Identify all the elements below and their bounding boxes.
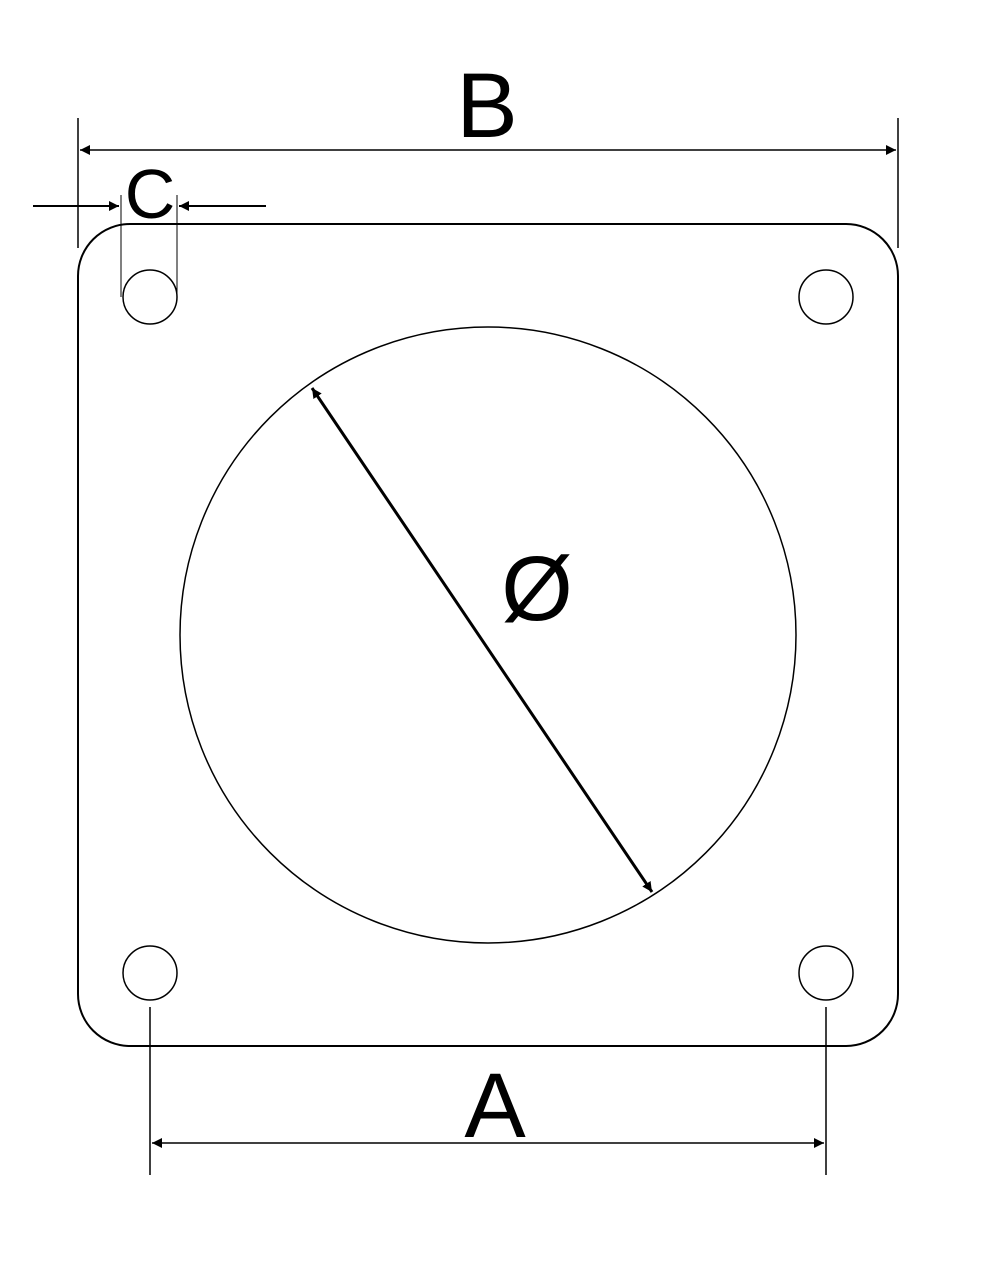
label-a: A: [464, 1055, 526, 1157]
mounting-hole-top-right: [798, 269, 854, 325]
mounting-hole-top-left: [122, 269, 178, 325]
diameter-dimension-line: [310, 387, 654, 893]
mounting-hole-bottom-left: [122, 945, 178, 1001]
center-opening: [179, 326, 797, 944]
label-c: C: [125, 155, 176, 233]
label-b: B: [456, 55, 517, 157]
plate-outline: [77, 223, 899, 1047]
mounting-hole-bottom-right: [798, 945, 854, 1001]
label-diameter: Ø: [501, 538, 573, 640]
